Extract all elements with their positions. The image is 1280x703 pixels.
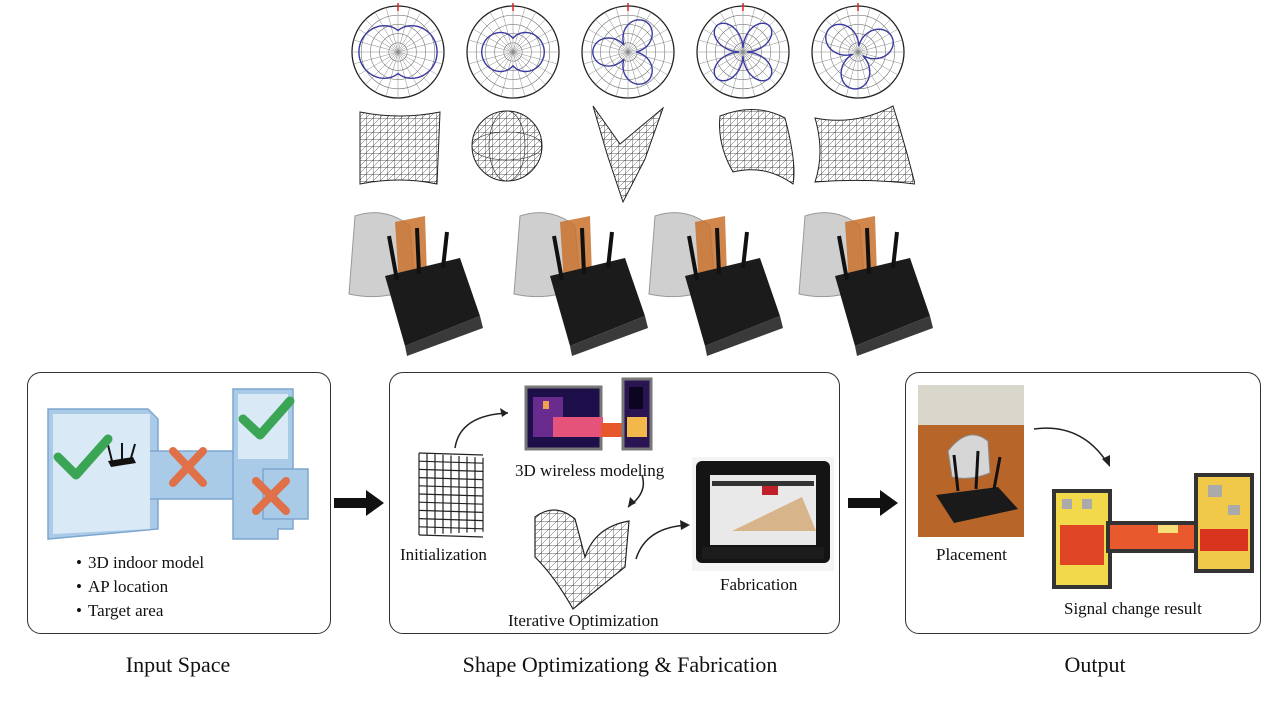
mesh-flat-sheet [359,111,441,185]
cross-icon [252,477,290,515]
indoor-floorplan-3d [47,388,309,540]
mesh-wave [719,108,795,185]
iterative-label: Iterative Optimization [508,611,659,630]
modeling-label: 3D wireless modeling [515,461,665,480]
curved-arrow-icon [627,474,645,508]
curved-arrow-icon [635,520,690,560]
mesh-shapes [359,105,915,204]
output-panel: Placement Signal change result [905,372,1261,634]
input-space-panel: 3D indoor model AP location Target area [27,372,331,634]
list-item: AP location [76,575,204,599]
arrow-right-icon [334,490,384,516]
placement-photo [918,385,1024,537]
curved-arrow-icon [1033,427,1110,467]
optimized-mesh [534,509,630,610]
list-item: Target area [76,599,204,623]
initialization-label: Initialization [400,545,487,564]
input-list: 3D indoor model AP location Target area [76,551,204,623]
arrow-right-icon [848,490,898,516]
polar-pattern-plot [696,3,790,99]
reflector-meshes-row [345,104,915,204]
router-reflector-photo [348,212,483,356]
wireless-heatmap [524,377,653,451]
fabrication-label: Fabrication [720,575,798,594]
radiation-patterns-row [345,2,915,102]
polar-plots [351,3,905,99]
router-reflector-photo [648,212,783,356]
input-space-caption: Input Space [125,652,231,677]
3d-printer-photo [692,457,834,571]
router-with-reflector-photos [348,212,933,356]
curved-arrow-icon [454,408,509,449]
mesh-curved-patch [814,105,915,185]
router-reflector-photo [798,212,933,356]
optimization-caption: Shape Optimizationg & Fabrication [462,652,778,677]
router-reflector-photo [513,212,648,356]
result-label: Signal change result [1064,599,1202,618]
mesh-folded-v [592,105,665,204]
ap-router-icon [107,443,136,467]
mesh-sphere [471,110,543,182]
initial-mesh-grid [418,452,484,538]
polar-pattern-plot [811,3,905,99]
optimization-panel: Initialization 3D wireless modeling Iter… [389,372,840,634]
cross-icon [169,447,207,487]
placement-label: Placement [936,545,1007,564]
output-caption: Output [1064,652,1126,677]
polar-pattern-plot [581,3,675,99]
check-icon [53,434,113,480]
polar-pattern-plot [466,3,560,99]
list-item: 3D indoor model [76,551,204,575]
signal-change-heatmap [1052,473,1254,589]
check-icon [238,396,295,440]
router-photos-row [335,206,935,356]
polar-pattern-plot [351,3,445,99]
